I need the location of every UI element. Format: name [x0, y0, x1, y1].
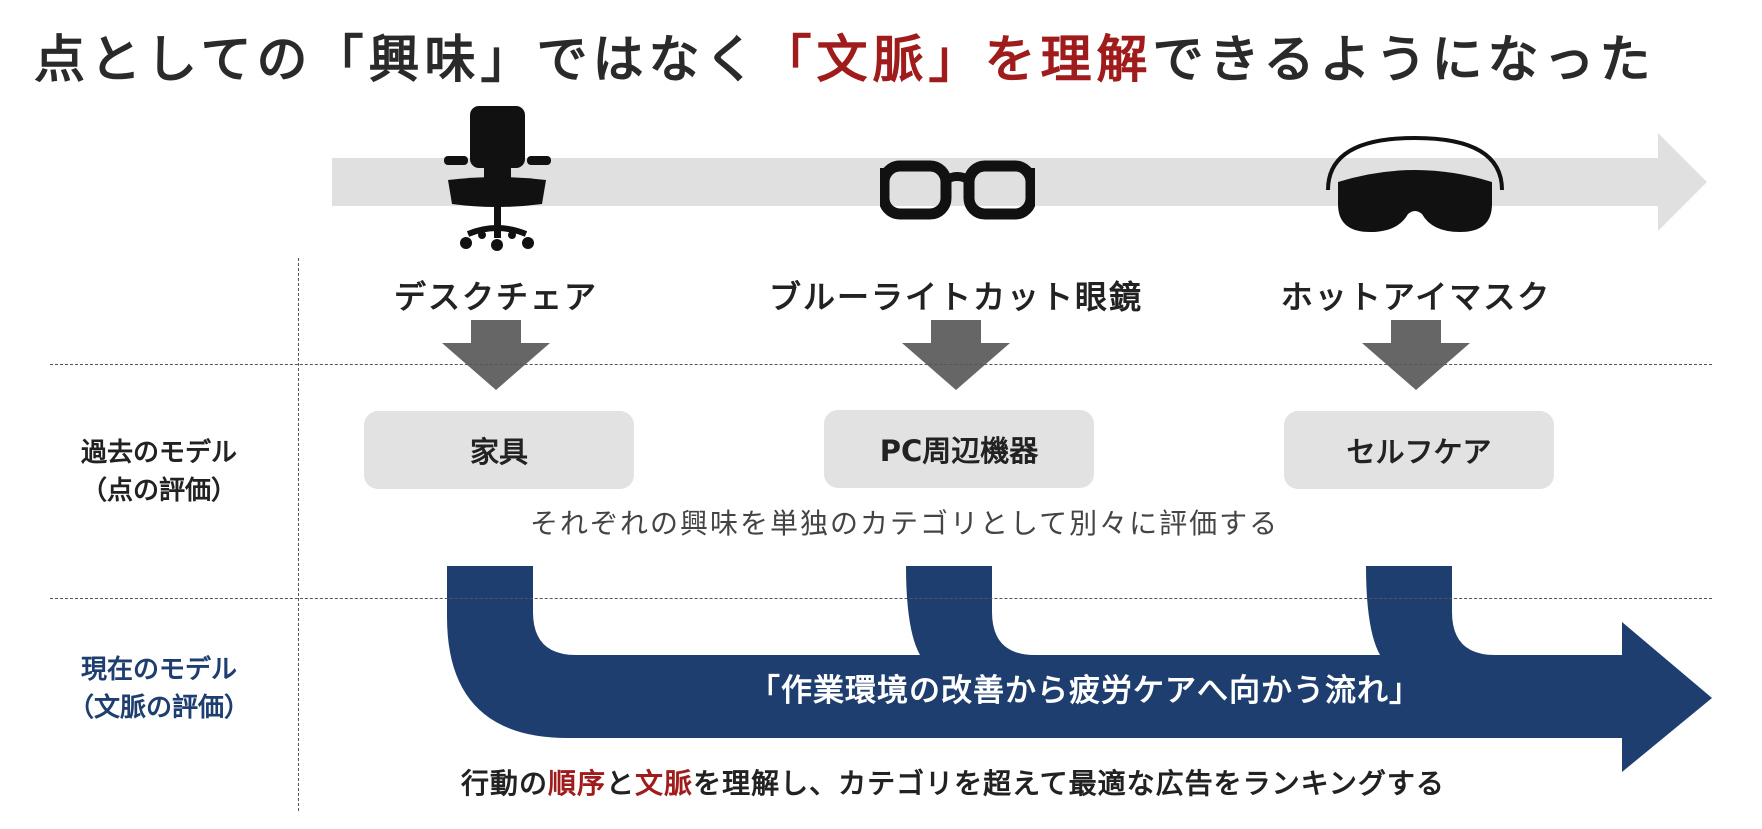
timeline-arrow: [332, 133, 1707, 231]
desk-chair-icon: [444, 106, 551, 251]
product-label-chair: デスクチェア: [393, 278, 599, 316]
down-arrow-3: [1362, 320, 1470, 390]
row-label-line: 過去のモデル: [80, 438, 237, 468]
vertical-divider: [298, 258, 299, 811]
category-label: セルフケア: [1346, 435, 1492, 469]
title-text-highlight: 「文脈」を理解: [760, 31, 1153, 90]
row-label-line: （文脈の評価）: [67, 693, 250, 723]
title-text-1: 点としての「興味」ではなく: [34, 31, 761, 90]
divider-current: [50, 598, 1712, 599]
eye-mask-icon: [1326, 135, 1504, 232]
flow-arrow: [447, 566, 1712, 772]
down-arrow-2: [902, 320, 1010, 390]
summary-text: 行動の: [461, 767, 549, 800]
summary-highlight: 文脈: [635, 767, 694, 800]
divider-past: [50, 364, 1712, 365]
summary-text: を理解し、カテゴリを超えて最適な広告をランキングする: [693, 767, 1445, 800]
summary-highlight: 順序: [548, 767, 607, 800]
page-title: 点としての「興味」ではなく「文脈」を理解できるようになった: [34, 18, 1655, 92]
row-label-line: 現在のモデル: [80, 655, 237, 685]
category-label: 家具: [469, 435, 528, 469]
summary-text: と: [606, 767, 636, 800]
glasses-icon: [880, 160, 1035, 220]
row-label-current-model: 現在のモデル （文脈の評価）: [50, 651, 268, 727]
product-label-glasses: ブルーライトカット眼鏡: [768, 278, 1144, 316]
row-label-past-model: 過去のモデル （点の評価）: [50, 434, 268, 510]
category-box-furniture: 家具: [364, 411, 634, 489]
past-model-note: それぞれの興味を単独のカテゴリとして別々に評価する: [530, 507, 1280, 540]
category-label: PC周辺機器: [879, 434, 1039, 468]
down-arrow-1: [442, 320, 550, 390]
category-box-pc-peripherals: PC周辺機器: [824, 410, 1094, 488]
row-label-line: （点の評価）: [80, 476, 237, 506]
category-box-self-care: セルフケア: [1284, 411, 1554, 489]
product-label-eye-mask: ホットアイマスク: [1280, 278, 1552, 316]
title-text-3: できるようになった: [1152, 31, 1656, 90]
bottom-summary: 行動の順序と文脈を理解し、カテゴリを超えて最適な広告をランキングする: [461, 762, 1445, 802]
flow-banner-text: 「作業環境の改善から疲労ケアへ向かう流れ」: [749, 673, 1421, 709]
